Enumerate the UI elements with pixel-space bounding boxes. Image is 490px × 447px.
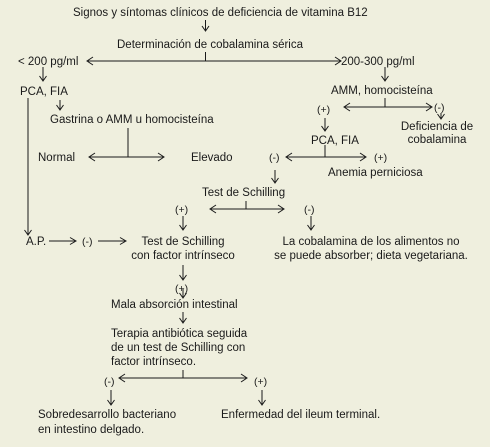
- amm-homocysteine-node: AMM, homocisteína: [331, 85, 433, 97]
- mid-level-label: 200-300 pg/ml: [341, 56, 415, 68]
- gastrin-split: [88, 128, 165, 162]
- deficiency-node-line2: cobalamina: [407, 134, 467, 146]
- pca-fia-right-node: PCA, FIA: [311, 135, 359, 147]
- arrow-to-schilling: [271, 170, 279, 184]
- neg-ap-label: (-): [82, 236, 93, 248]
- elevated-node: Elevado: [191, 152, 233, 164]
- deficiency-node-line1: Deficiencia de: [400, 121, 474, 133]
- antibiotic-split: [118, 370, 248, 383]
- arrow-pos-to-ileum: [258, 390, 266, 406]
- arrow-pca-to-ap: [24, 98, 32, 236]
- gastrin-test-node: Gastrina o AMM u homocisteína: [50, 114, 214, 126]
- amm-split: [343, 98, 433, 112]
- pca-right-split: [285, 145, 367, 162]
- pos-pca-label: (+): [374, 152, 388, 164]
- antibiotic-node-line1: Terapia antibiótica seguida: [111, 328, 248, 340]
- arrow-neg-to-deficiency: [437, 113, 445, 120]
- low-level-label: < 200 pg/ml: [18, 56, 79, 68]
- pernicious-anemia-node: Anemia perniciosa: [328, 167, 423, 179]
- antibiotic-node-line2: de un test de Schilling con: [111, 342, 246, 354]
- arrow-neg-to-schilling-if: [98, 237, 127, 245]
- schilling-test-node: Test de Schilling: [202, 187, 286, 199]
- pos-antibiotic-label: (+): [254, 376, 268, 388]
- food-cobalamin-node-line1: La cobalamina de los alimentos no: [282, 236, 460, 248]
- neg-antibiotic-label: (-): [104, 376, 115, 388]
- arrow-malabsorption-to-antibiotic: [179, 312, 187, 324]
- schilling-if-node-line2: con factor intrínseco: [131, 250, 235, 262]
- schilling-split: [209, 201, 285, 214]
- arrow-low-to-pca: [39, 67, 47, 82]
- normal-node: Normal: [38, 152, 76, 164]
- food-cobalamin-node-line2: se puede absorber; dieta vegetariana.: [274, 250, 468, 262]
- pos-schilling-label: (+): [175, 204, 189, 216]
- arrow-neg-to-bacterial: [107, 390, 115, 406]
- arrow-ap-to-neg: [49, 237, 77, 245]
- arrow-schilling-if-to-pos: [179, 265, 187, 281]
- antibiotic-node-line3: factor intrínseco.: [111, 356, 197, 368]
- malabsorption-node: Mala absorción intestinal: [111, 299, 238, 311]
- arrow-pca-to-gastrin: [56, 100, 64, 111]
- start-node: Signos y síntomas clínicos de deficienci…: [73, 7, 368, 19]
- ap-node: A.P.: [26, 236, 47, 248]
- arrow-neg-to-food: [307, 216, 315, 231]
- serum-test-node: Determinación de cobalamina sérica: [117, 39, 304, 51]
- terminal-ileum-node: Enfermedad del ileum terminal.: [221, 409, 381, 421]
- arrow-mid-to-amm: [381, 67, 389, 82]
- bacterial-overgrowth-node-line2: en intestino delgado.: [38, 424, 145, 436]
- arrow-pos-to-pca-right: [321, 118, 329, 132]
- serum-split: [86, 52, 342, 66]
- pos-amm-label: (+): [317, 104, 331, 116]
- neg-pca-label: (-): [269, 152, 280, 164]
- schilling-if-node-line1: Test de Schilling: [141, 236, 225, 248]
- arrow-start-to-serum: [201, 20, 210, 32]
- arrow-pos-to-schilling-if: [179, 216, 187, 231]
- bacterial-overgrowth-node-line1: Sobredesarrollo bacteriano: [38, 409, 177, 421]
- arrow-pos-to-malabsorption: [179, 289, 187, 299]
- neg-amm-label: (-): [434, 102, 445, 114]
- pca-fia-left-node: PCA, FIA: [20, 86, 68, 98]
- pos-if-label: (+): [175, 283, 189, 295]
- neg-schilling-label: (-): [304, 204, 315, 216]
